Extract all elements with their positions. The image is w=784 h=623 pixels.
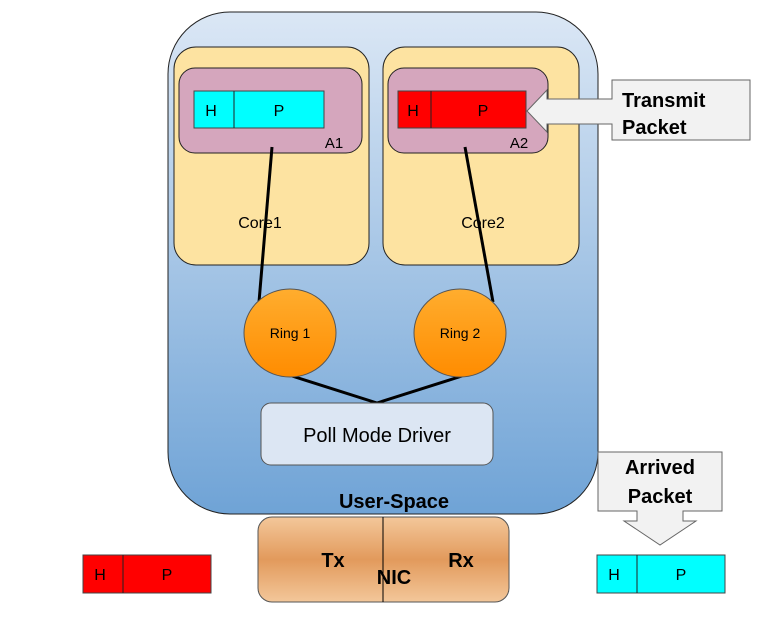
core-2-packet: H P xyxy=(397,90,527,129)
core-1-to-ring-1-line xyxy=(257,146,274,303)
incoming-packet-payload: P xyxy=(676,567,687,584)
transmit-arrow-icon xyxy=(526,79,751,141)
arrived-packet-callout: Arrived Packet xyxy=(597,451,723,546)
connector-lines xyxy=(257,146,495,405)
core-2-packet-payload: P xyxy=(478,103,489,120)
ring-1: Ring 1 xyxy=(243,288,337,378)
poll-mode-driver-label: Poll Mode Driver xyxy=(303,425,451,447)
core-1-packet-header: H xyxy=(205,103,217,120)
incoming-packet-header: H xyxy=(608,567,620,584)
ring-2-label: Ring 2 xyxy=(440,325,481,341)
transmit-callout-line1: Transmit xyxy=(622,90,706,112)
ring-1-to-driver-line xyxy=(291,374,378,405)
nic: Tx Rx NIC xyxy=(257,516,510,603)
core-2-to-ring-2-line xyxy=(463,146,495,303)
ring-2-to-driver-line xyxy=(376,374,463,405)
app-a1-label: A1 xyxy=(325,135,343,152)
outgoing-packet: H P xyxy=(82,554,212,594)
core-1-packet: H P xyxy=(193,90,325,129)
ring-1-label: Ring 1 xyxy=(270,325,311,341)
core-1-label: Core1 xyxy=(238,215,282,232)
ring-2: Ring 2 xyxy=(413,288,507,378)
nic-label: NIC xyxy=(377,567,411,589)
core-2-packet-header: H xyxy=(407,103,419,120)
outgoing-packet-header: H xyxy=(94,567,106,584)
nic-tx-label: Tx xyxy=(321,550,344,572)
core-1-packet-payload: P xyxy=(274,103,285,120)
nic-rx-label: Rx xyxy=(448,550,474,572)
arrived-callout-line2: Packet xyxy=(628,486,693,508)
transmit-callout-line2: Packet xyxy=(622,117,687,139)
user-space-label: User-Space xyxy=(339,491,449,513)
app-a2-label: A2 xyxy=(510,135,528,152)
core-2: Core2 A2 H P xyxy=(382,46,580,266)
arrived-arrow-icon xyxy=(597,451,723,546)
incoming-packet: H P xyxy=(596,554,726,594)
outgoing-packet-payload: P xyxy=(162,567,173,584)
core-2-label: Core2 xyxy=(461,215,505,232)
arrived-callout-line1: Arrived xyxy=(625,457,695,479)
poll-mode-driver: Poll Mode Driver xyxy=(260,402,494,466)
transmit-packet-callout: Transmit Packet xyxy=(526,79,751,141)
